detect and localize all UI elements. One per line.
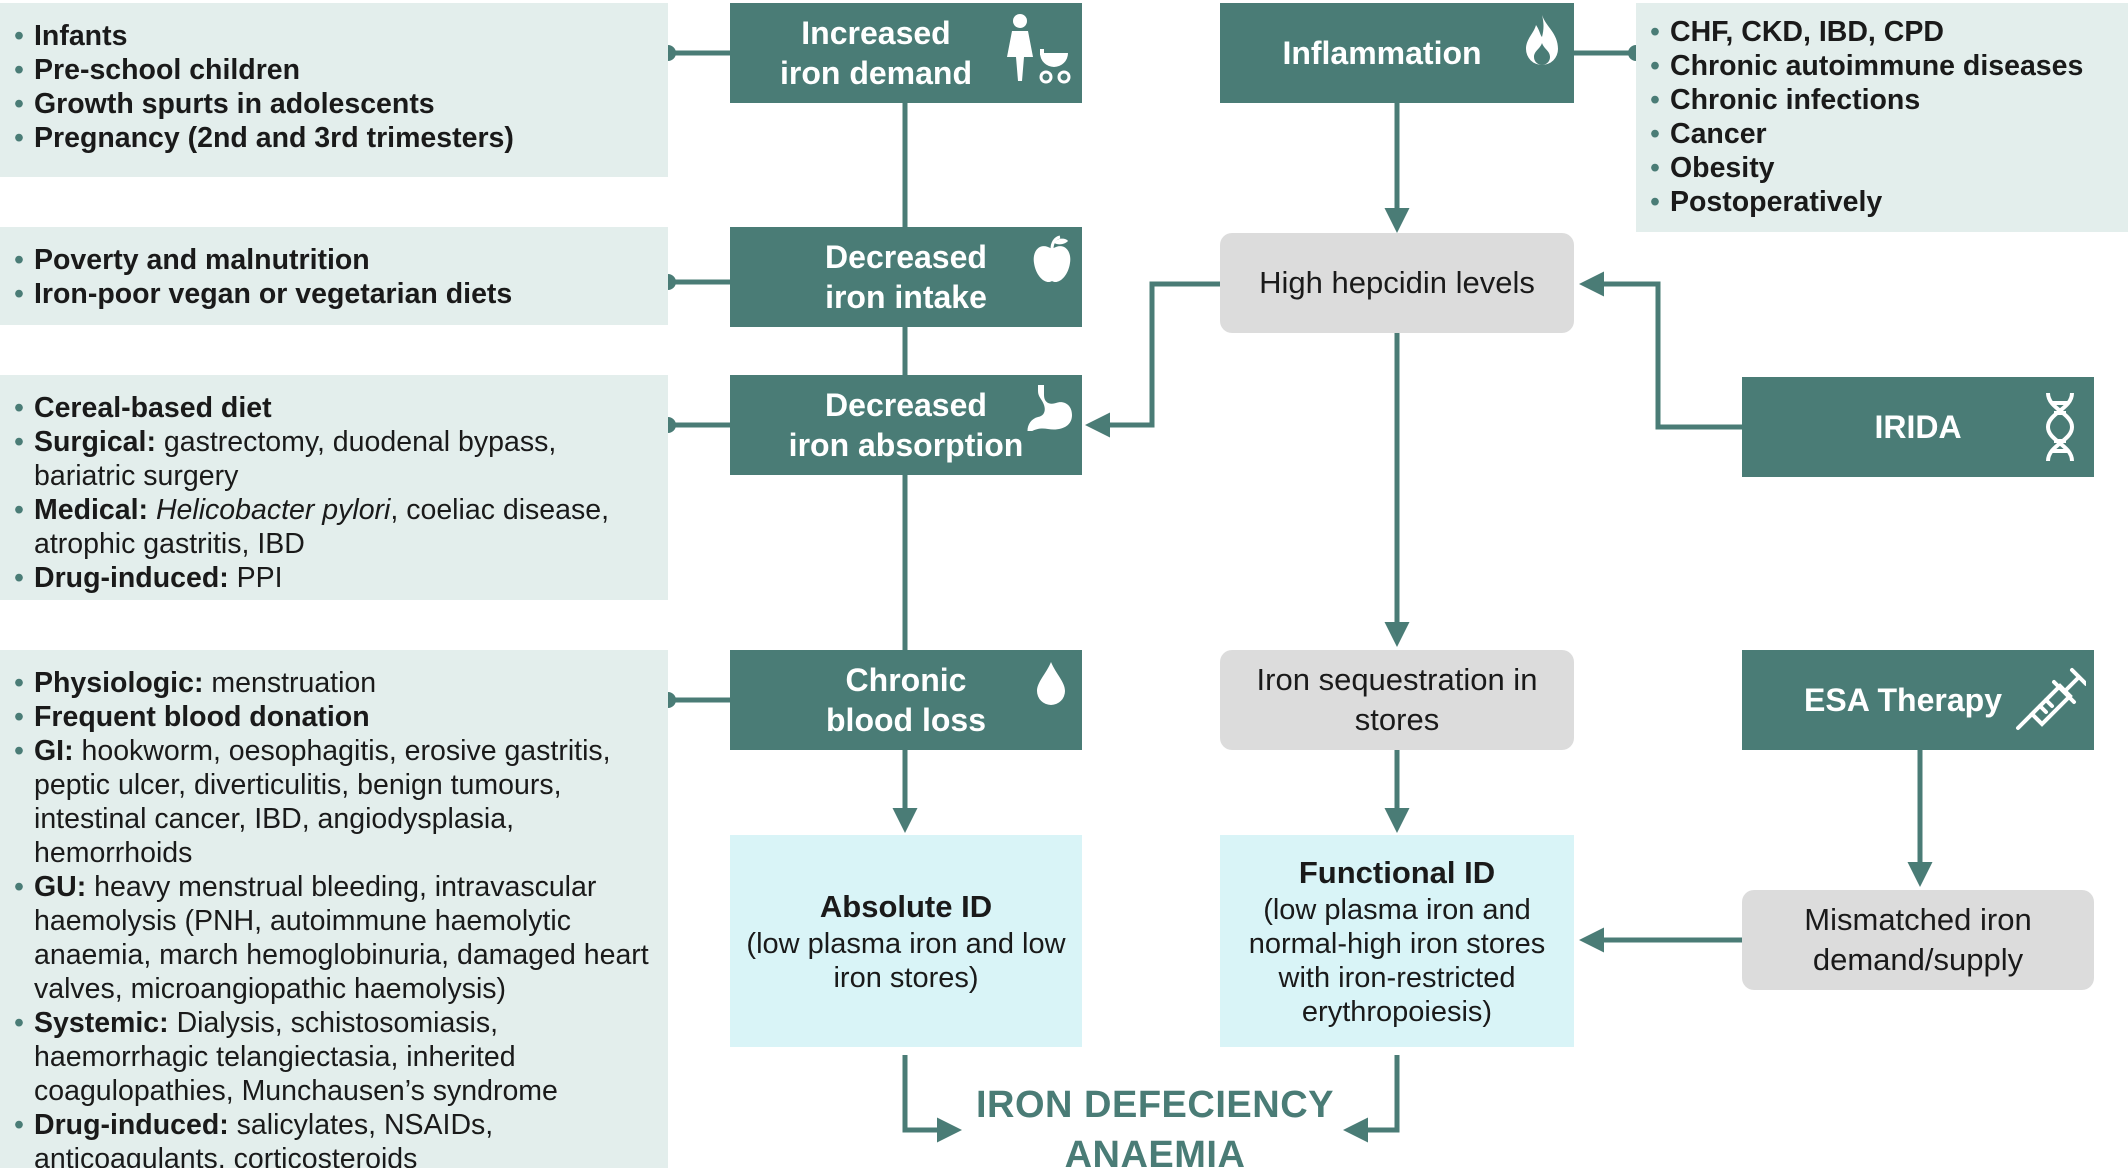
cause-item: Poverty and malnutrition — [14, 243, 654, 277]
box-line: stores — [1354, 702, 1440, 737]
box-line: iron absorption — [788, 427, 1024, 463]
box-title: Absolute ID — [819, 889, 993, 924]
chronic-blood-loss-box: Chronic blood loss — [730, 650, 1082, 750]
iron-sequestration-box: Iron sequestration in stores — [1220, 650, 1574, 750]
stomach-icon — [1027, 385, 1072, 431]
cause-item: Cereal-based diet — [14, 391, 654, 425]
cause-item: GI: hookworm, oesophagitis, erosive gast… — [14, 734, 654, 870]
cause-item: Physiologic: menstruation — [14, 666, 654, 700]
intake-causes-panel: Poverty and malnutrition Iron-poor vegan… — [0, 227, 668, 325]
cause-item: Medical: Helicobacter pylori, coeliac di… — [14, 493, 654, 561]
arrow-functional-ida — [1343, 1055, 1400, 1143]
cause-item: Obesity — [1650, 151, 2114, 185]
increased-iron-demand-box: Increased iron demand — [730, 3, 1082, 103]
mismatched-supply-box: Mismatched iron demand/supply — [1742, 890, 2094, 990]
box-label: High hepcidin levels — [1259, 265, 1535, 300]
final-line: IRON DEFECIENCY — [976, 1084, 1334, 1126]
box-line: Chronic — [845, 662, 967, 698]
blood-loss-causes-panel: Physiologic: menstruation Frequent blood… — [0, 650, 668, 1168]
box-line: demand/supply — [1812, 942, 2024, 977]
box-label: Inflammation — [1282, 35, 1482, 71]
box-line: blood loss — [826, 702, 986, 738]
box-title: Functional ID — [1298, 855, 1496, 890]
blood-drop-icon — [1037, 662, 1065, 705]
inflammation-box: Inflammation — [1220, 3, 1574, 103]
cause-item: Growth spurts in adolescents — [14, 87, 654, 121]
cause-item: Cancer — [1650, 117, 2114, 151]
box-line: (low plasma iron and — [1263, 894, 1531, 926]
final-line: ANAEMIA — [1064, 1134, 1246, 1168]
box-line: iron demand — [779, 55, 972, 91]
functional-id-box: Functional ID (low plasma iron and norma… — [1220, 835, 1574, 1047]
mother-stroller-icon — [1007, 14, 1071, 84]
box-line: iron stores) — [833, 962, 979, 994]
box-line: normal-high iron stores — [1248, 928, 1546, 960]
box-line: Decreased — [825, 239, 987, 275]
cause-item: Chronic infections — [1650, 83, 2114, 117]
esa-therapy-box: ESA Therapy — [1742, 650, 2094, 750]
absorption-causes-panel: Cereal-based diet Surgical: gastrectomy,… — [0, 375, 668, 600]
cause-item: Pregnancy (2nd and 3rd trimesters) — [14, 121, 654, 155]
demand-causes-panel: Infants Pre-school children Growth spurt… — [0, 3, 668, 177]
box-label: IRIDA — [1874, 409, 1962, 445]
box-line: Iron sequestration in — [1256, 662, 1538, 697]
arrow-hepcidin-absorption — [1085, 281, 1220, 438]
dna-icon — [2045, 392, 2075, 462]
box-line: erythropoiesis) — [1301, 996, 1493, 1028]
apple-icon — [1033, 235, 1071, 283]
inflammation-causes-panel: CHF, CKD, IBD, CPD Chronic autoimmune di… — [1636, 3, 2128, 232]
cause-item: Frequent blood donation — [14, 700, 654, 734]
box-line: Increased — [801, 15, 951, 51]
high-hepcidin-box: High hepcidin levels — [1220, 233, 1574, 333]
cause-item: Systemic: Dialysis, schistosomiasis, hae… — [14, 1006, 654, 1108]
irida-box: IRIDA — [1742, 377, 2094, 477]
iron-deficiency-anaemia-label: IRON DEFECIENCY ANAEMIA — [960, 1080, 1350, 1168]
cause-item: Drug-induced: PPI — [14, 561, 654, 595]
absolute-id-box: Absolute ID (low plasma iron and low iro… — [730, 835, 1082, 1047]
cause-item: Drug-induced: salicylates, NSAIDs, antic… — [14, 1108, 654, 1168]
cause-item: Chronic autoimmune diseases — [1650, 49, 2114, 83]
cause-item: GU: heavy menstrual bleeding, intravascu… — [14, 870, 654, 1006]
box-label: ESA Therapy — [1804, 682, 2002, 718]
decreased-iron-intake-box: Decreased iron intake — [730, 227, 1082, 327]
arrow-irida-hepcidin — [1579, 271, 1742, 430]
cause-item: Iron-poor vegan or vegetarian diets — [14, 277, 654, 311]
arrow-absolute-ida — [902, 1055, 962, 1143]
syringe-icon — [2016, 668, 2086, 730]
decreased-iron-absorption-box: Decreased iron absorption — [730, 375, 1082, 475]
cause-item: CHF, CKD, IBD, CPD — [1650, 15, 2114, 49]
box-line: Mismatched iron — [1804, 902, 2032, 937]
box-line: with iron-restricted — [1278, 962, 1516, 994]
cause-item: Postoperatively — [1650, 185, 2114, 219]
cause-item: Surgical: gastrectomy, duodenal bypass, … — [14, 425, 654, 493]
box-line: iron intake — [825, 279, 987, 315]
flame-icon — [1526, 15, 1558, 65]
box-line: Decreased — [825, 387, 987, 423]
cause-item: Pre-school children — [14, 53, 654, 87]
cause-item: Infants — [14, 19, 654, 53]
box-line: (low plasma iron and low — [746, 928, 1066, 960]
